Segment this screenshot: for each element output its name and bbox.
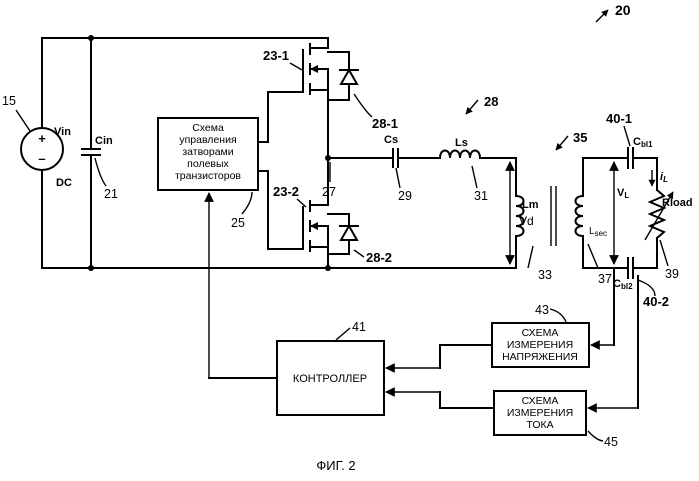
ref-40-1: 40-1: [606, 111, 632, 126]
leader-31: [472, 166, 477, 188]
capacitor-cin: [82, 38, 100, 268]
secondary-winding: [576, 158, 584, 268]
leader-37: [588, 244, 598, 268]
leader-23-1: [290, 63, 302, 70]
lm-label: Lm: [522, 199, 539, 211]
leader-28: [466, 100, 478, 114]
ref-41: 41: [352, 320, 366, 334]
leader-28-1: [354, 94, 372, 117]
upper-diode: [328, 52, 358, 100]
minus-sign: –: [38, 151, 45, 166]
lsec-label: Lsec: [589, 226, 607, 238]
leader-45: [588, 431, 603, 441]
leader-29: [396, 168, 400, 188]
leader-21: [95, 158, 106, 186]
rload-label: Rload: [662, 197, 693, 209]
vin-label: Vin: [54, 126, 71, 138]
ref-29: 29: [398, 189, 412, 203]
ref-35: 35: [573, 130, 587, 145]
ref-25: 25: [231, 216, 245, 230]
secondary-loop: [583, 158, 657, 268]
ref-28: 28: [484, 94, 498, 109]
leader-41: [336, 328, 350, 340]
vd-label: Vd: [519, 214, 534, 228]
leader-15: [16, 110, 30, 131]
ref-43: 43: [535, 303, 549, 317]
transformer-core: [551, 186, 556, 246]
leader-28-2: [354, 250, 364, 257]
figure-number-arrow: [596, 10, 608, 22]
top-rail: [42, 35, 328, 41]
ref-28-2: 28-2: [366, 250, 392, 265]
ref-33: 33: [538, 268, 552, 282]
lower-diode: [328, 214, 358, 254]
dc-voltage-source: + –: [21, 38, 63, 268]
ref-45: 45: [604, 435, 618, 449]
gate-wires: [258, 92, 268, 249]
ref-40-2: 40-2: [643, 294, 669, 309]
ref-23-2: 23-2: [273, 184, 299, 199]
cbl2-label: Cbl2: [613, 278, 633, 291]
gate-driver-line-1: Схема: [192, 122, 224, 134]
lower-mosfet: [268, 158, 328, 268]
ref-23-1: 23-1: [263, 48, 289, 63]
bottom-rail: [42, 265, 516, 271]
ref-15: 15: [2, 94, 16, 108]
gate-driver-line-2: управления: [179, 134, 236, 146]
dc-label: DC: [56, 177, 72, 189]
leader-35: [556, 136, 568, 150]
capacitor-cbl2: [628, 258, 633, 278]
ref-28-1: 28-1: [372, 116, 398, 131]
capacitor-cs: [393, 149, 398, 167]
ref-31: 31: [474, 189, 488, 203]
primary-winding: [516, 158, 524, 268]
leader-39: [660, 240, 668, 266]
ref-21: 21: [104, 187, 118, 201]
cs-label: Cs: [384, 134, 398, 146]
current-meas-line-1: СХЕМА: [522, 395, 559, 407]
voltage-meas-line-3: НАПРЯЖЕНИЯ: [502, 351, 578, 363]
figure-number: 20: [615, 2, 631, 18]
plus-sign: +: [38, 131, 46, 146]
capacitor-cbl1: [628, 148, 633, 168]
current-meas-line-2: ИЗМЕРЕНИЯ: [507, 407, 573, 419]
current-meas-line-3: ТОКА: [526, 419, 553, 431]
figure-caption: ФИГ. 2: [316, 458, 355, 473]
leader-43: [550, 309, 566, 322]
voltage-meas-line-1: СХЕМА: [522, 327, 559, 339]
ls-label: Ls: [455, 137, 468, 149]
leader-25: [242, 192, 252, 214]
voltage-meas-line-2: ИЗМЕРЕНИЯ: [507, 339, 573, 351]
il-label: iL: [660, 171, 668, 184]
ref-39: 39: [665, 267, 679, 281]
leader-23-2: [297, 199, 306, 207]
cin-label: Cin: [95, 135, 113, 147]
leader-40-1: [624, 126, 630, 146]
vl-label: VL: [617, 187, 629, 200]
controller-label: КОНТРОЛЛЕР: [293, 373, 367, 385]
cbl1-label: Cbl1: [633, 136, 653, 149]
ref-37: 37: [598, 272, 612, 286]
gate-driver-line-5: транзисторов: [175, 170, 241, 182]
inductor-ls: [440, 151, 480, 159]
gate-driver-line-4: полевых: [187, 158, 229, 170]
leader-33: [528, 246, 533, 268]
gate-driver-line-3: затворами: [182, 146, 233, 158]
